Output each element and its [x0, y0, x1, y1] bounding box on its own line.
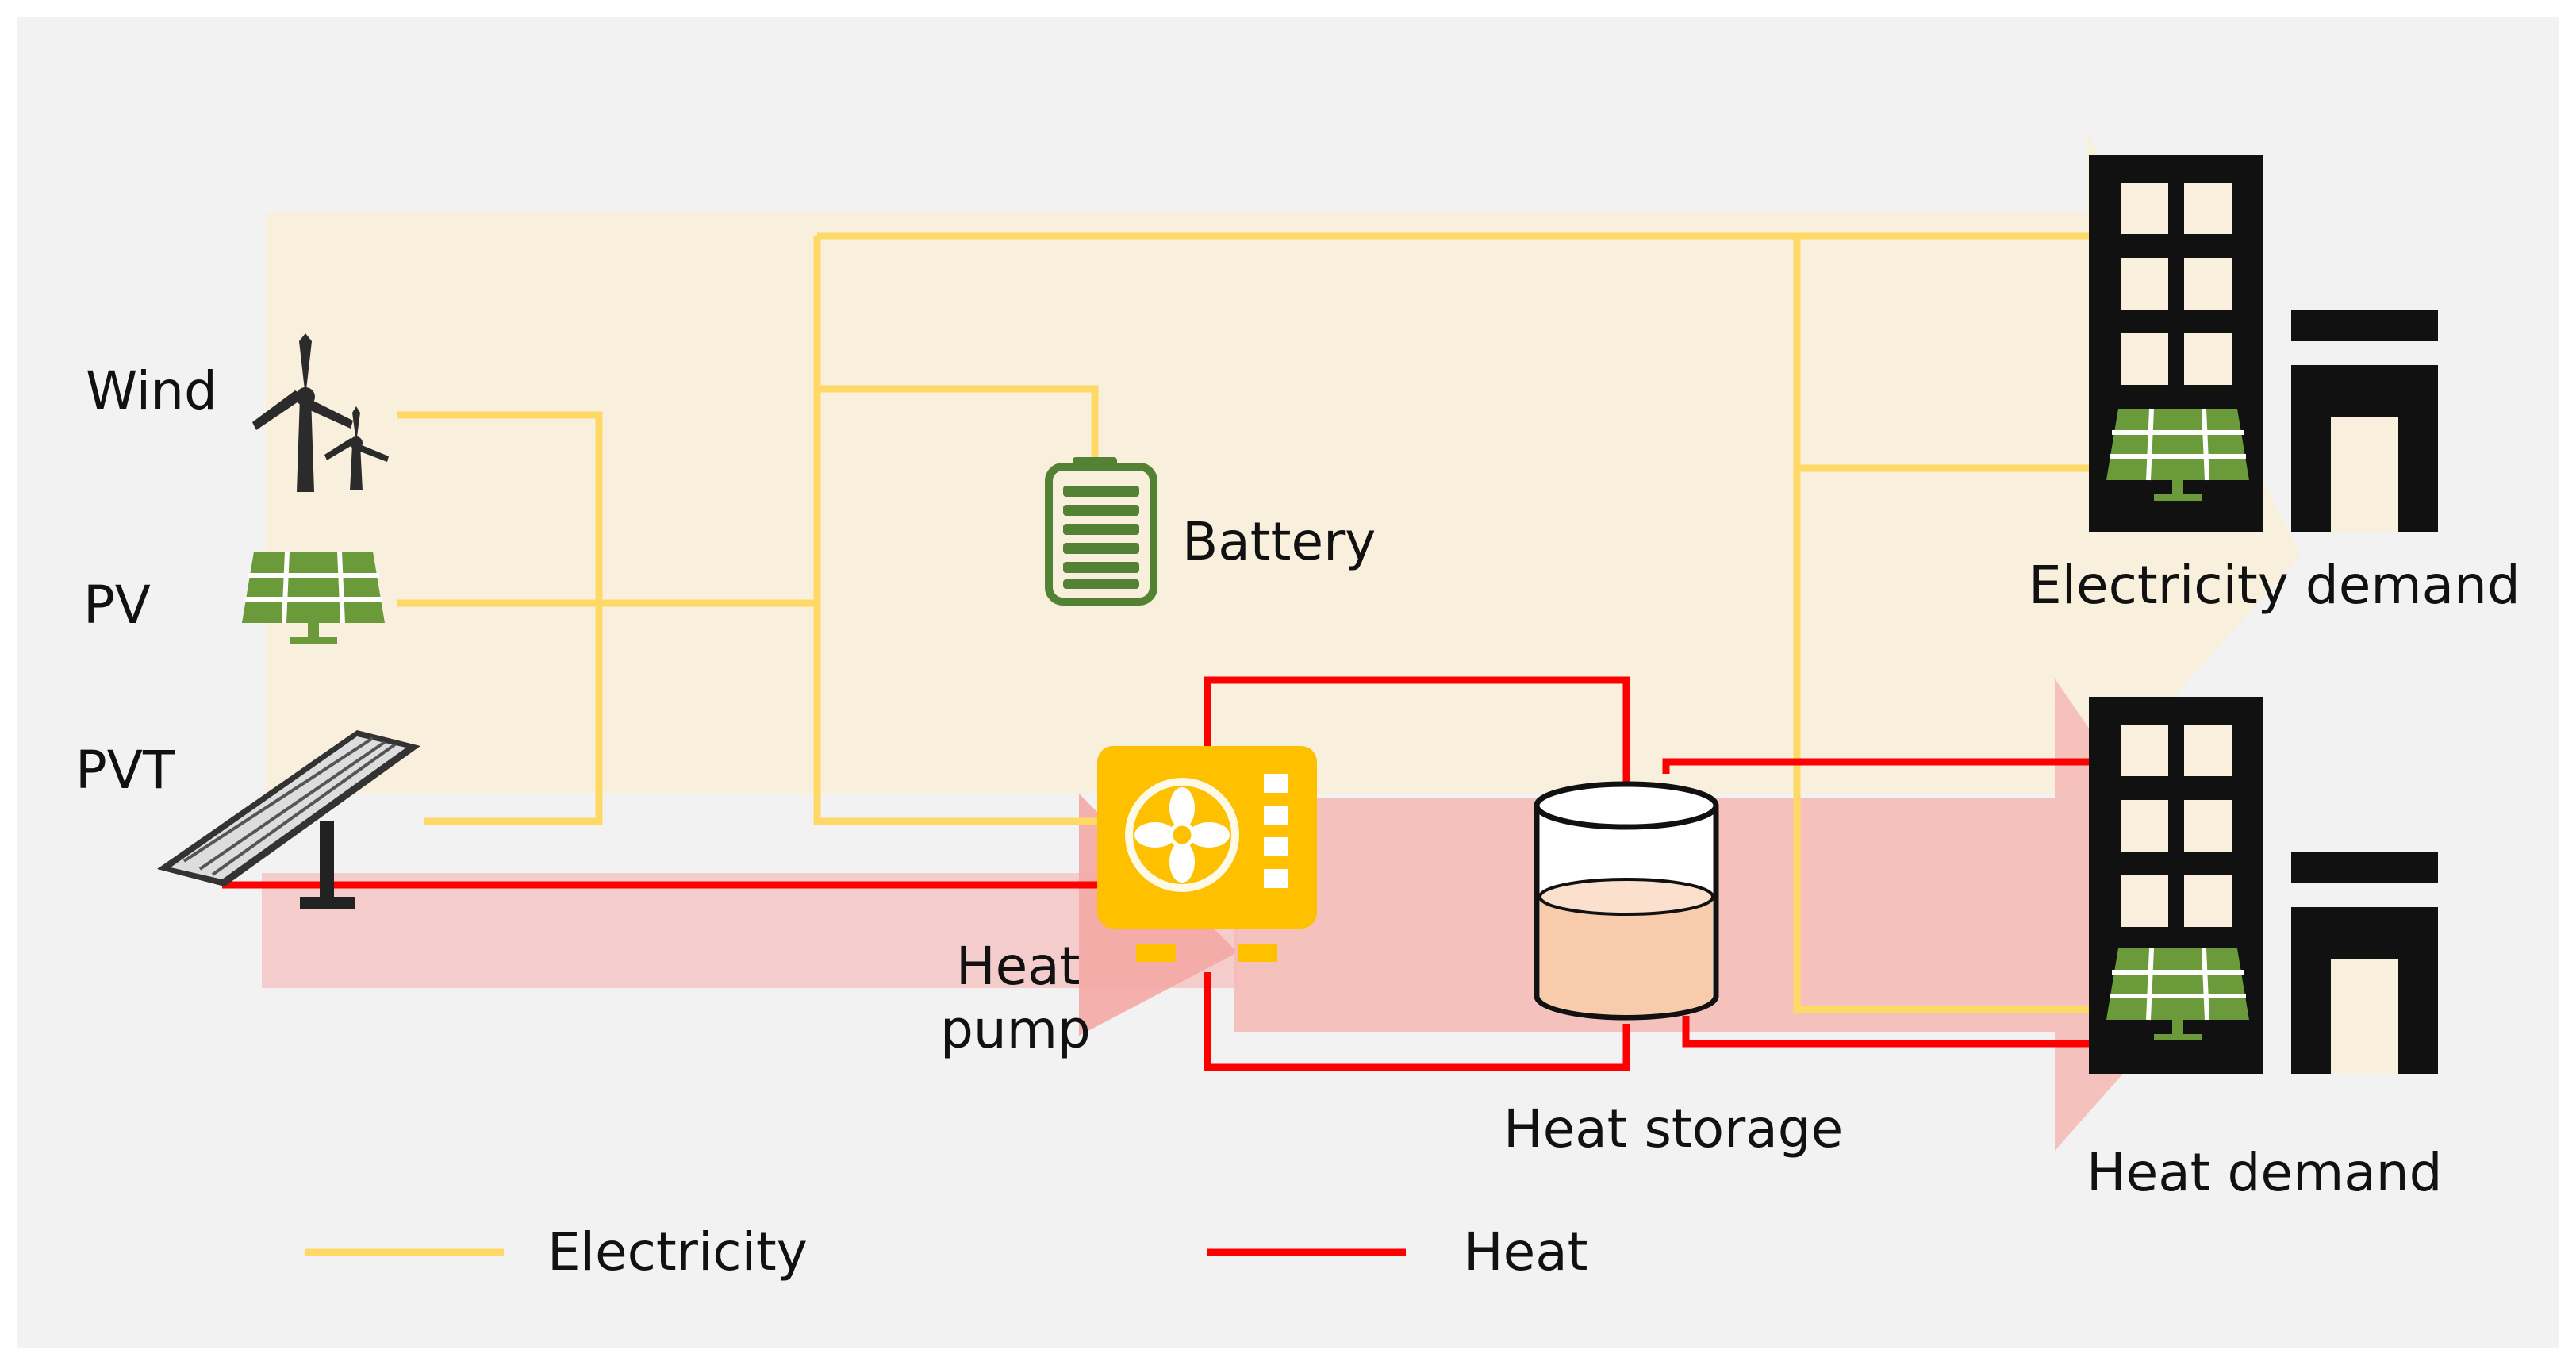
label-electricity-demand: Electricity demand	[2029, 555, 2520, 616]
label-battery: Battery	[1182, 511, 1376, 572]
electricity-flow-arrow	[266, 131, 2301, 794]
label-heat-pump-line2: pump	[940, 999, 1091, 1060]
wind-turbine-icon	[252, 333, 389, 492]
heat-storage-tank-icon	[1534, 781, 1719, 1021]
heat-lines	[222, 676, 2094, 1071]
heat-flow-band-pvt	[262, 873, 1238, 988]
label-heat-storage: Heat storage	[1503, 1098, 1843, 1159]
pvt-collector-icon	[157, 730, 420, 909]
electricity-lines	[397, 232, 2094, 1013]
legend-heat-label: Heat	[1464, 1221, 1588, 1282]
legend-electricity-label: Electricity	[547, 1221, 808, 1282]
label-heat-demand: Heat demand	[2087, 1142, 2443, 1203]
battery-icon	[1045, 457, 1157, 606]
heat-pump-icon	[1097, 746, 1317, 962]
legend: Electricity Heat	[305, 1221, 1588, 1282]
label-pv: PV	[83, 575, 151, 636]
heat-flow-arrow	[1234, 679, 2237, 1151]
label-wind: Wind	[86, 360, 217, 421]
label-pvt: PVT	[75, 740, 175, 801]
label-heat-pump-line1: Heat	[956, 936, 1081, 997]
